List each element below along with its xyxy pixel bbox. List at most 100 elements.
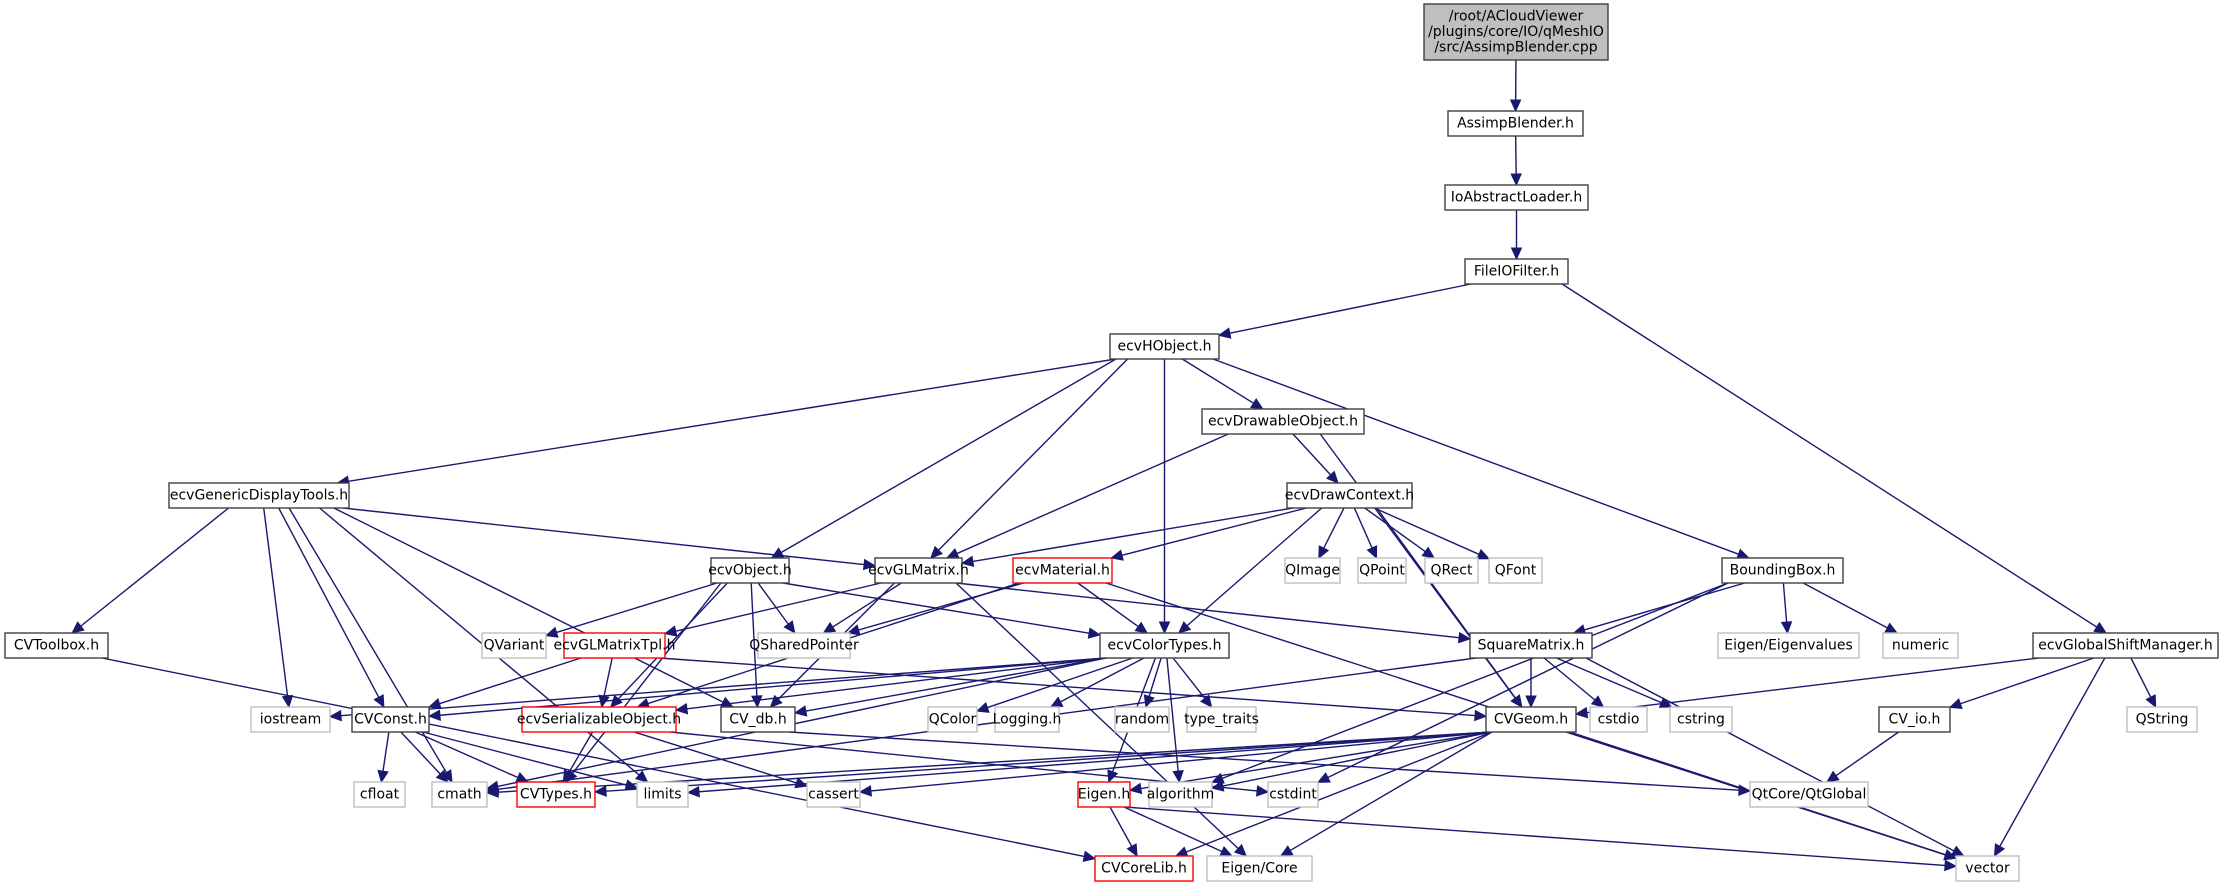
edge-arrowhead	[945, 548, 960, 559]
node-ecv-object[interactable]: ecvObject.h	[708, 557, 792, 584]
edge-cvconst-to-cfloat	[377, 731, 390, 784]
edge-arrowhead	[1509, 99, 1522, 113]
node-cassert[interactable]: cassert	[806, 781, 861, 808]
node-label: Eigen/Eigenvalues	[1724, 638, 1852, 654]
edge-arrowhead	[435, 769, 449, 783]
node-bounding-box[interactable]: BoundingBox.h	[1721, 557, 1844, 584]
node-assimp-blender[interactable]: AssimpBlender.h	[1447, 110, 1584, 137]
edge-cvgeom-to-eigen	[1128, 731, 1493, 795]
edge-ecv-generic-display-tools-to-cvconst	[278, 507, 385, 709]
node-iostream[interactable]: iostream	[250, 706, 331, 733]
edge-line	[1584, 582, 1745, 631]
edge-arrowhead	[1082, 850, 1097, 862]
edge-arrowhead	[1510, 247, 1523, 261]
edge-ecv-object-to-ecv-serializable-object	[609, 582, 728, 708]
node-cvtoolbox[interactable]: CVToolbox.h	[4, 632, 109, 659]
edge-arrowhead	[1219, 845, 1234, 857]
edge-arrowhead	[427, 709, 441, 721]
node-square-matrix[interactable]: SquareMatrix.h	[1469, 632, 1593, 659]
edge-arrowhead	[1279, 845, 1294, 857]
node-ecv-color-types[interactable]: ecvColorTypes.h	[1099, 632, 1230, 659]
edge-cvtoolbox-to-cvcore-lib	[101, 657, 1097, 862]
node-limits[interactable]: limits	[636, 781, 689, 808]
node-label: algorithm	[1147, 787, 1215, 803]
node-root[interactable]: /root/ACloudViewer/plugins/core/IO/qMesh…	[1423, 3, 1609, 61]
node-ecv-draw-context[interactable]: ecvDrawContext.h	[1285, 482, 1414, 509]
edge-line	[788, 731, 1740, 791]
edge-arrowhead	[794, 777, 809, 789]
node-ecv-glmatrix-tpl[interactable]: ecvGLMatrixTpl.h	[554, 632, 676, 659]
edge-arrowhead	[1177, 621, 1192, 634]
node-qt-core-qt-global[interactable]: QtCore/QtGlobal	[1749, 781, 1869, 808]
node-qstring[interactable]: QString	[2126, 706, 2198, 733]
edge-arrowhead	[720, 696, 735, 708]
edge-line	[1835, 731, 1900, 777]
node-ecv-hobject[interactable]: ecvHObject.h	[1109, 333, 1220, 360]
node-cvconst[interactable]: CVConst.h	[351, 706, 430, 733]
edge-arrowhead	[1510, 694, 1523, 708]
edge-arrowhead	[609, 694, 623, 708]
edge-cvgeom-to-cvtypes	[593, 731, 1493, 797]
node-ecv-generic-display-tools[interactable]: ecvGenericDisplayTools.h	[168, 482, 350, 509]
node-algorithm[interactable]: algorithm	[1147, 781, 1215, 808]
node-eigen-eigenvalues[interactable]: Eigen/Eigenvalues	[1717, 632, 1860, 659]
node-cfloat[interactable]: cfloat	[353, 781, 406, 808]
node-qrect[interactable]: QRect	[1424, 557, 1479, 584]
edge-cvconst-to-cvtypes	[415, 731, 529, 783]
edge-arrowhead	[862, 558, 877, 571]
edge-arrowhead	[1474, 709, 1488, 722]
node-label: cassert	[808, 787, 859, 803]
edge-arrowhead	[1525, 695, 1537, 709]
node-random[interactable]: random	[1114, 706, 1170, 733]
node-file-iofilter[interactable]: FileIOFilter.h	[1464, 258, 1569, 285]
node-cvtypes[interactable]: CVTypes.h	[516, 781, 596, 808]
node-cstdint[interactable]: cstdint	[1267, 781, 1319, 808]
edge-arrowhead	[1158, 621, 1171, 635]
node-vector[interactable]: vector	[1955, 855, 2020, 882]
node-box	[1882, 632, 1959, 659]
node-qimage[interactable]: QImage	[1284, 557, 1341, 584]
node-qfont[interactable]: QFont	[1488, 557, 1543, 584]
node-io-abstract-loader[interactable]: IoAbstractLoader.h	[1444, 184, 1589, 211]
node-cvcore-lib[interactable]: CVCoreLib.h	[1094, 855, 1194, 882]
node-qshared-pointer[interactable]: QSharedPointer	[749, 632, 859, 659]
node-eigen[interactable]: Eigen.h	[1077, 781, 1131, 808]
node-qvariant[interactable]: QVariant	[481, 632, 547, 659]
edge-line	[605, 731, 1493, 792]
node-box	[521, 706, 677, 733]
node-qcolor[interactable]: QColor	[927, 706, 978, 733]
edge-arrowhead	[377, 769, 389, 784]
node-box	[1444, 184, 1589, 211]
node-numeric[interactable]: numeric	[1882, 632, 1959, 659]
node-cmath[interactable]: cmath	[431, 781, 488, 808]
node-cstring[interactable]: cstring	[1669, 706, 1733, 733]
node-ecv-global-shift-manager[interactable]: ecvGlobalShiftManager.h	[2032, 632, 2219, 659]
node-cv-db[interactable]: CV_db.h	[720, 706, 796, 733]
node-label: ecvMaterial.h	[1015, 563, 1110, 579]
edge-line	[633, 731, 797, 784]
edge-arrowhead	[793, 705, 808, 717]
node-ecv-material[interactable]: ecvMaterial.h	[1012, 557, 1113, 584]
node-type-traits[interactable]: type_traits	[1184, 706, 1259, 733]
node-ecv-serializable-object[interactable]: ecvSerializableObject.h	[517, 706, 681, 733]
node-ecv-glmatrix[interactable]: ecvGLMatrix.h	[868, 557, 969, 584]
edge-line	[1999, 657, 2106, 847]
node-box	[874, 557, 963, 584]
node-cv-io[interactable]: CV_io.h	[1878, 706, 1951, 733]
node-eigen-core[interactable]: Eigen/Core	[1206, 855, 1313, 882]
edge-eigen-to-eigen-core	[1123, 806, 1234, 857]
node-ecv-drawable-object[interactable]: ecvDrawableObject.h	[1201, 408, 1365, 435]
node-label: ecvDrawContext.h	[1285, 488, 1414, 504]
edge-ecv-draw-context-to-ecv-glmatrix	[960, 507, 1294, 568]
node-cvgeom[interactable]: CVGeom.h	[1485, 706, 1577, 733]
edge-line	[1140, 731, 1493, 790]
node-qpoint[interactable]: QPoint	[1357, 557, 1407, 584]
edge-arrowhead	[485, 786, 499, 798]
edge-arrowhead	[1590, 695, 1605, 708]
edge-arrowhead	[544, 626, 559, 638]
node-logging[interactable]: Logging.h	[993, 706, 1062, 733]
edge-arrowhead	[751, 695, 763, 709]
edge-arrowhead	[1233, 843, 1248, 857]
edge-arrowhead	[1884, 622, 1899, 634]
node-cstdio[interactable]: cstdio	[1589, 706, 1648, 733]
